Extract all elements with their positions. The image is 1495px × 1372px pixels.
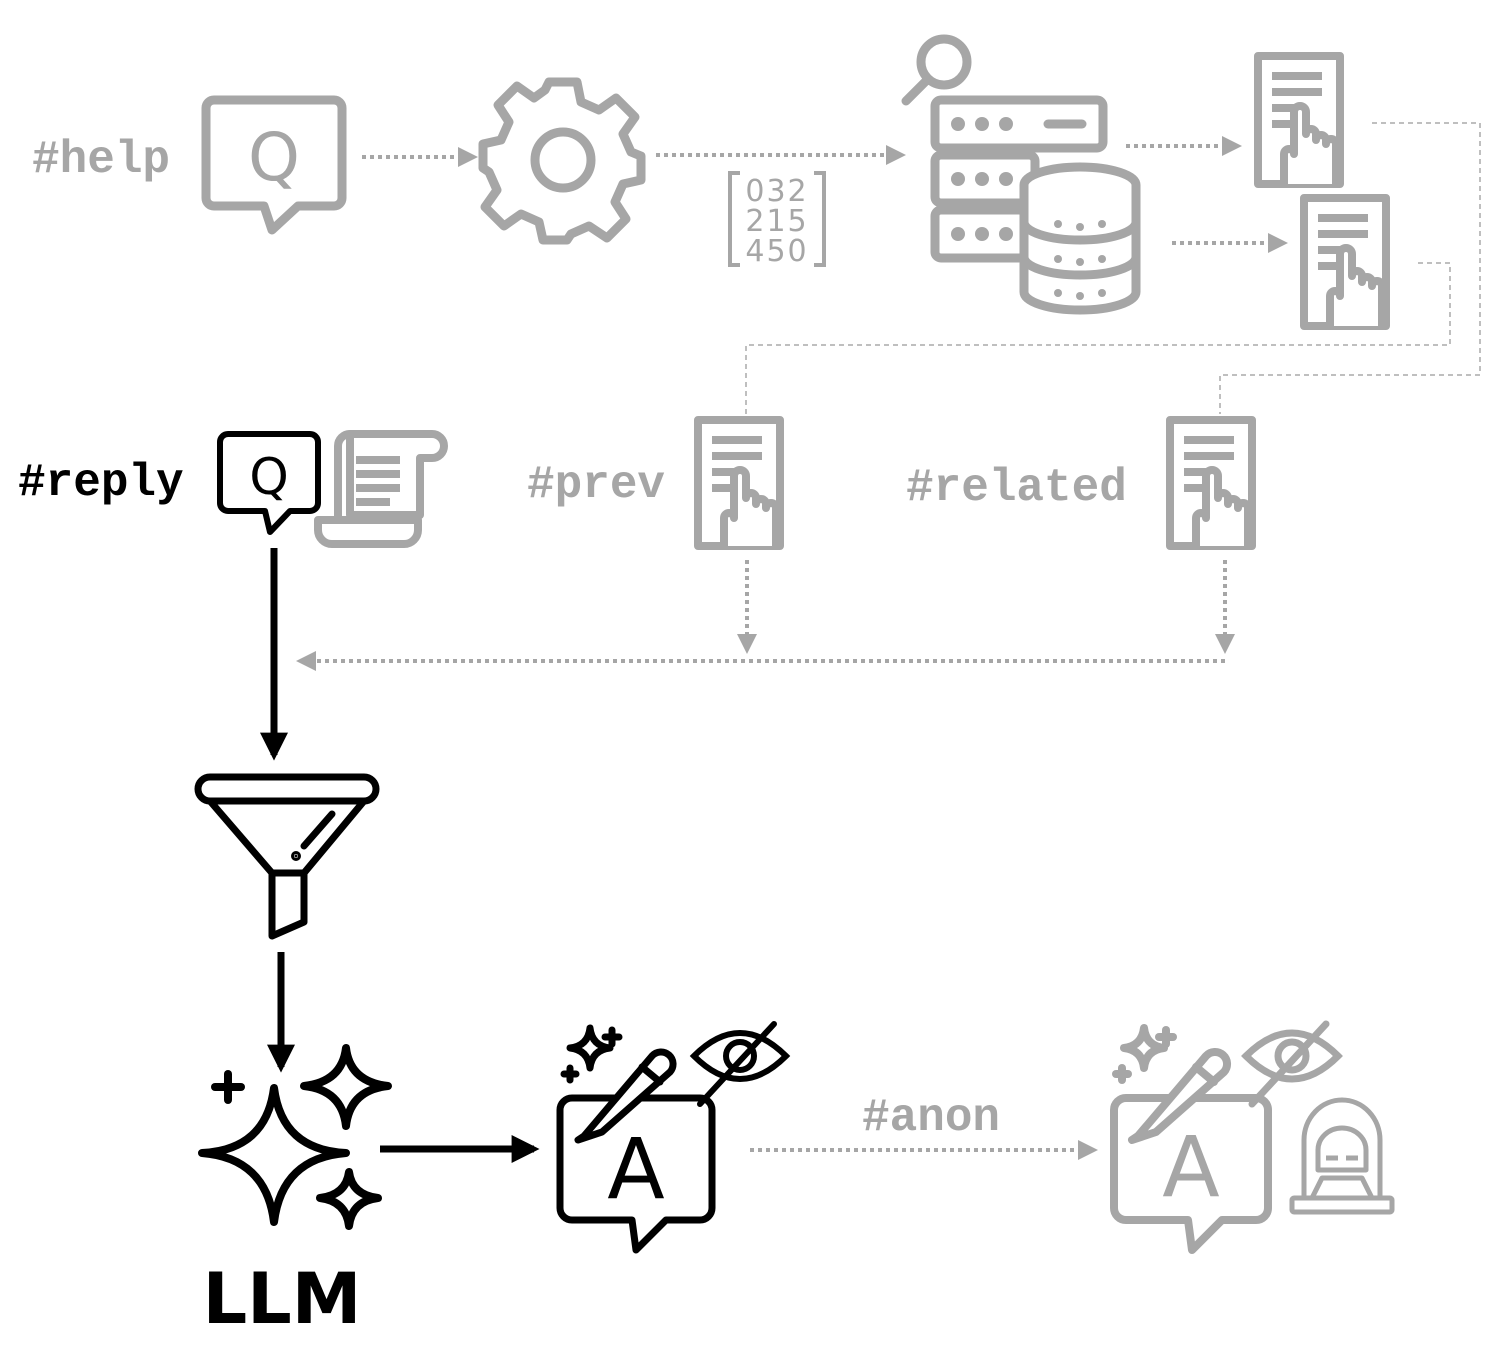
document-select-icon <box>1254 52 1344 188</box>
connector-doc2-to-prev <box>745 262 1451 414</box>
answer-edit-icon: A <box>1110 1024 1272 1254</box>
help-label: #help <box>32 134 170 186</box>
prev-label: #prev <box>527 459 665 511</box>
answer-letter: A <box>1162 1118 1219 1216</box>
sparkles-icon <box>198 1044 392 1230</box>
question-letter: Q <box>249 448 288 506</box>
matrix-row-3: 450 <box>745 234 808 269</box>
matrix-row-2: 215 <box>745 204 808 239</box>
document-select-icon <box>1166 416 1256 550</box>
answer-edit-icon: A <box>556 1024 716 1254</box>
related-label: #related <box>906 462 1127 514</box>
llm-label: LLM <box>203 1258 362 1340</box>
question-letter: Q <box>248 119 300 196</box>
question-bubble-icon: Q <box>201 95 347 235</box>
reply-label: #reply <box>18 457 184 509</box>
database-search-icon <box>901 34 1141 315</box>
anon-label: #anon <box>862 1092 1000 1144</box>
number-matrix-icon: 032 215 450 <box>728 171 826 269</box>
eye-slash-icon <box>1241 1020 1343 1108</box>
document-select-icon <box>694 416 784 550</box>
scroll-icon <box>314 430 448 548</box>
gear-icon <box>478 77 646 245</box>
question-bubble-icon: Q <box>217 431 321 535</box>
connector-doc1-to-related <box>1219 122 1481 414</box>
document-select-icon <box>1300 194 1390 330</box>
answer-letter: A <box>607 1120 664 1218</box>
funnel-icon <box>194 773 380 940</box>
hacker-icon <box>1289 1097 1395 1215</box>
eye-slash-icon <box>689 1021 791 1107</box>
matrix-row-1: 032 <box>745 174 808 209</box>
